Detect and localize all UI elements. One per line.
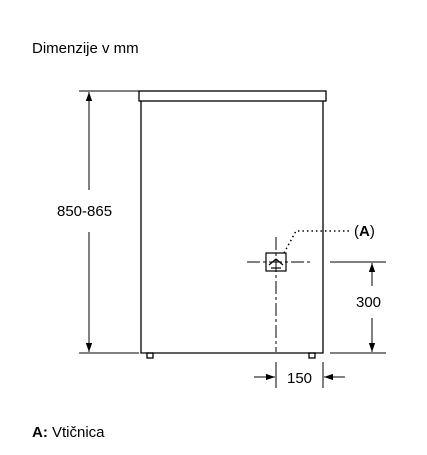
diagram-title: Dimenzije v mm: [32, 40, 139, 57]
appliance-foot-right: [308, 352, 316, 359]
socket-offset-dimension: [254, 362, 345, 388]
legend: A: Vtičnica: [32, 424, 105, 441]
socket-offset-label: 150: [287, 370, 312, 387]
appliance-top-panel: [138, 90, 327, 102]
legend-text: Vtičnica: [47, 424, 105, 441]
appliance-outline: [138, 90, 327, 359]
appliance-foot-left: [146, 352, 154, 359]
callout-label: (A): [354, 223, 375, 240]
socket-height-label: 300: [356, 294, 381, 311]
callout-leader-line: [283, 230, 351, 254]
socket-icon: [265, 252, 287, 272]
height-dimension-label: 850-865: [57, 203, 112, 220]
socket-centerlines: [247, 237, 312, 352]
height-dimension: [79, 90, 139, 354]
legend-key: A:: [32, 424, 48, 441]
appliance-cabinet: [140, 101, 324, 354]
